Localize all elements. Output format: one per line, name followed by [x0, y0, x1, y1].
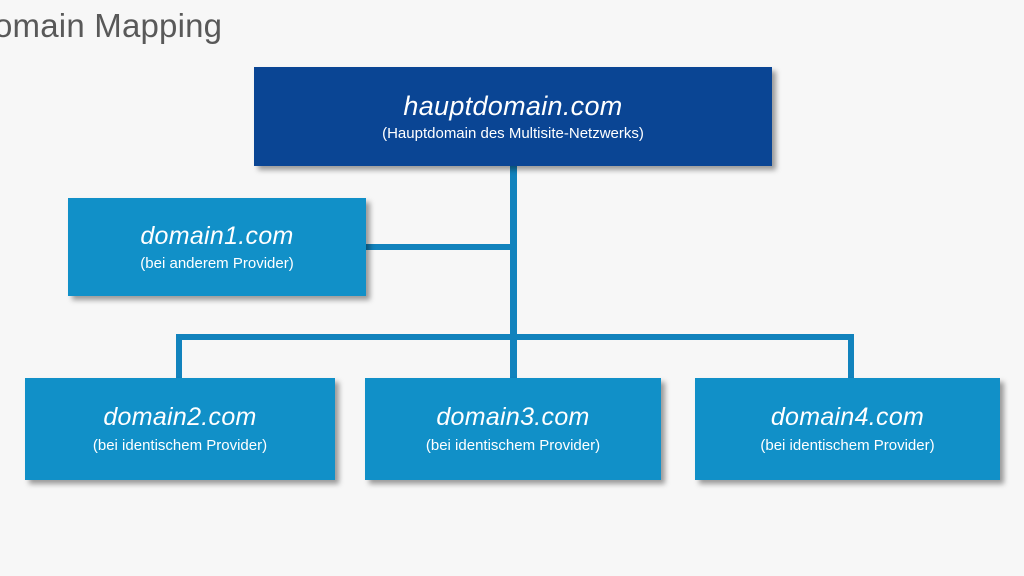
node-domain1-title: domain1.com [140, 221, 294, 250]
node-domain4-title: domain4.com [770, 403, 925, 431]
page-title: omain Mapping [0, 7, 223, 44]
node-domain3-subtitle: (bei identischem Provider) [425, 437, 601, 454]
node-domain3-title: domain3.com [436, 403, 590, 431]
connector-horizontal-bus [176, 334, 854, 340]
node-domain4-subtitle: (bei identischem Provider) [760, 437, 935, 454]
node-domain1-subtitle: (bei anderem Provider) [140, 254, 294, 272]
connector-bus-to-domain4 [848, 334, 854, 379]
node-domain2[interactable]: domain2.com (bei identischem Provider) [25, 378, 335, 480]
node-domain4[interactable]: domain4.com (bei identischem Provider) [695, 378, 1000, 480]
connector-root-to-domain1 [366, 244, 514, 250]
connector-bus-to-domain2 [176, 334, 182, 379]
node-domain1[interactable]: domain1.com (bei anderem Provider) [68, 198, 366, 296]
node-domain2-title: domain2.com [103, 403, 257, 431]
node-hauptdomain-subtitle: (Hauptdomain des Multisite-Netzwerks) [382, 124, 644, 142]
node-hauptdomain[interactable]: hauptdomain.com (Hauptdomain des Multisi… [254, 67, 772, 166]
node-domain3[interactable]: domain3.com (bei identischem Provider) [365, 378, 661, 480]
connector-root-to-domain3 [510, 165, 517, 378]
node-hauptdomain-title: hauptdomain.com [403, 90, 623, 121]
node-domain2-subtitle: (bei identischem Provider) [92, 437, 268, 454]
